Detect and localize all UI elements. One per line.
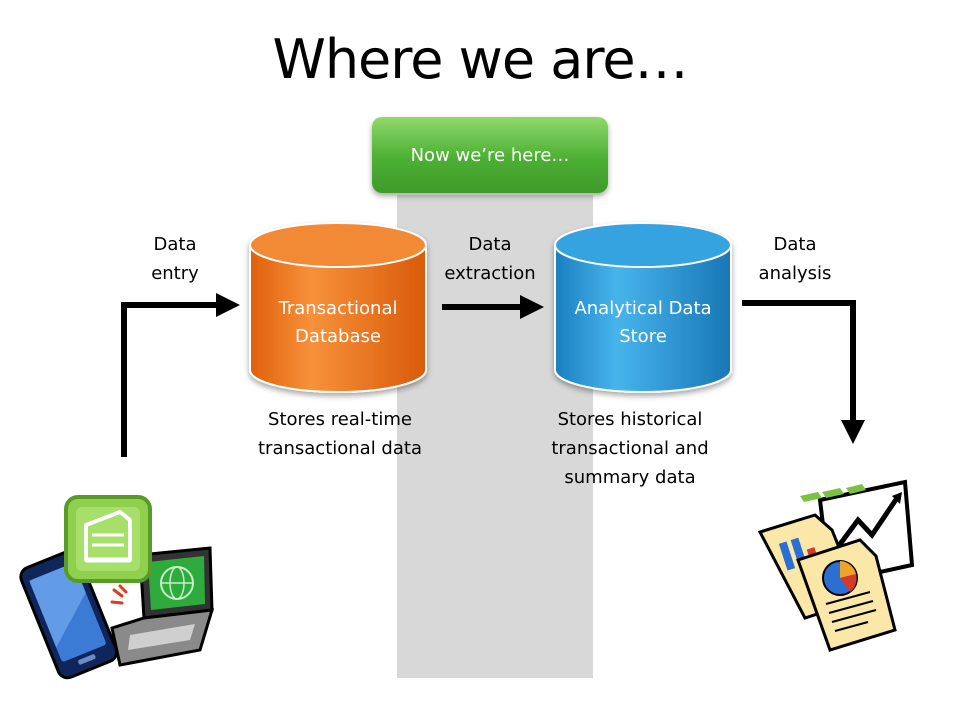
analytical-data-store-cylinder bbox=[554, 222, 732, 393]
data-analysis-arrow bbox=[742, 300, 865, 444]
now-here-label: Now we’re here… bbox=[410, 144, 570, 166]
now-here-callout: Now we’re here… bbox=[372, 117, 608, 193]
transactional-description: Stores real-time transactional data bbox=[258, 409, 422, 459]
cash-register-icon bbox=[64, 495, 152, 583]
laptop-icon bbox=[110, 546, 215, 667]
transactional-database-cylinder bbox=[249, 222, 427, 393]
signal-marks-icon bbox=[110, 584, 128, 605]
data-extraction-label: Data extraction bbox=[444, 234, 536, 284]
reports-chart-icon bbox=[757, 479, 915, 652]
data-entry-label: Data entry bbox=[151, 234, 199, 284]
transactional-database-label: Transactional Database bbox=[278, 298, 398, 347]
smartphone-icon bbox=[19, 549, 119, 680]
analytical-data-store-label: Analytical Data Store bbox=[574, 298, 712, 347]
page-title: Where we are… bbox=[272, 28, 688, 91]
data-analysis-label: Data analysis bbox=[758, 234, 832, 284]
data-entry-arrow bbox=[121, 293, 240, 457]
analytical-description: Stores historical transactional and summ… bbox=[551, 409, 709, 488]
